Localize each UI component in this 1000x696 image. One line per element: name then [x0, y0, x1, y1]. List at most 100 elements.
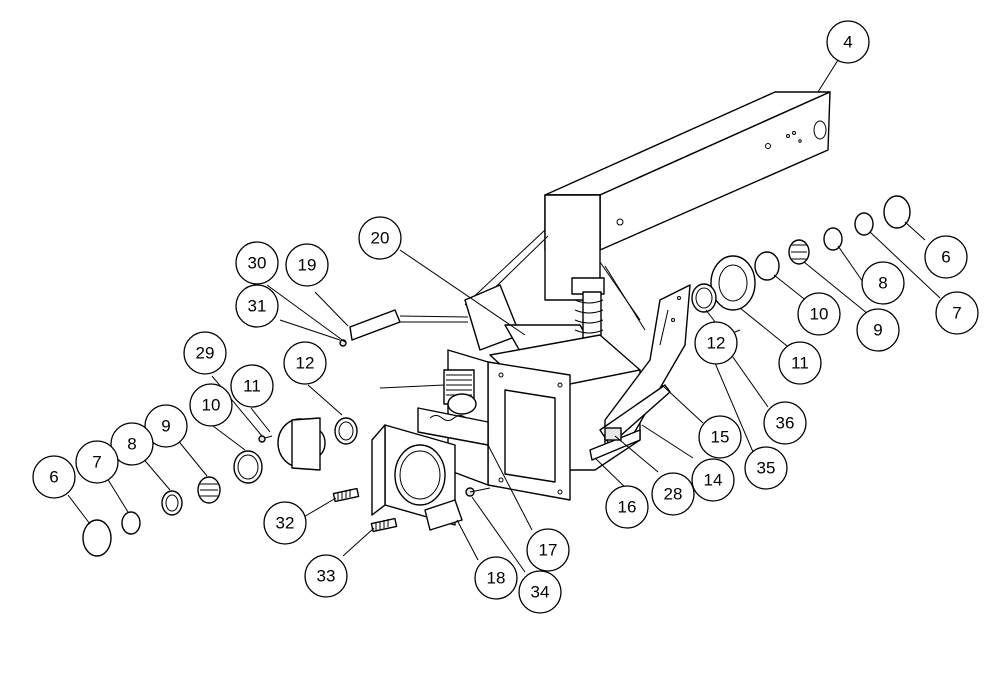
callout-circle — [763, 401, 807, 445]
callout-number: 6 — [941, 248, 950, 267]
callout-6b: 6 — [924, 235, 968, 279]
callout-circle — [778, 341, 822, 385]
callout-30: 30 — [235, 241, 279, 285]
callout-circle — [283, 341, 327, 385]
callout-circle — [110, 422, 154, 466]
callout-circle — [826, 20, 870, 64]
callout-circle — [263, 501, 307, 545]
callout-number: 36 — [776, 414, 795, 433]
callout-number: 12 — [707, 334, 726, 353]
callout-7b: 7 — [935, 291, 979, 335]
callout-number: 33 — [317, 567, 336, 586]
callout-number: 10 — [810, 305, 829, 324]
left-hub-assembly — [82, 417, 358, 557]
callout-circle — [183, 331, 227, 375]
callout-circle — [32, 455, 76, 499]
callout-circle — [691, 458, 735, 502]
callout-circle — [230, 364, 274, 408]
callout-10a: 10 — [189, 383, 233, 427]
callout-number: 4 — [843, 33, 852, 52]
callout-number: 29 — [196, 344, 215, 363]
right-hub-assembly — [691, 195, 911, 350]
callout-circle — [694, 321, 738, 365]
callout-9b: 9 — [856, 308, 900, 352]
callout-8b: 8 — [861, 261, 905, 305]
bolts — [332, 487, 491, 533]
callout-10b: 10 — [797, 292, 841, 336]
callout-number: 9 — [161, 417, 170, 436]
callout-number: 11 — [791, 354, 809, 373]
callout-circle — [285, 243, 329, 287]
callout-number: 8 — [878, 274, 887, 293]
callout-circle — [797, 292, 841, 336]
lower-linkage — [589, 384, 671, 461]
callout-number: 35 — [757, 459, 776, 478]
callout-circle — [235, 284, 279, 328]
callout-circle — [935, 291, 979, 335]
callout-14: 14 — [691, 458, 735, 502]
callout-33: 33 — [304, 554, 348, 598]
callout-number: 7 — [952, 304, 961, 323]
callout-circle — [144, 404, 188, 448]
callout-number: 14 — [704, 471, 723, 490]
callout-number: 11 — [243, 377, 261, 396]
callout-16: 16 — [605, 485, 649, 529]
bracket-plate — [371, 424, 463, 531]
callout-number: 20 — [371, 229, 390, 248]
callout-circle — [698, 415, 742, 459]
callout-31: 31 — [235, 284, 279, 328]
callout-number: 6 — [49, 468, 58, 487]
callout-number: 32 — [276, 514, 295, 533]
callout-circle — [474, 556, 518, 600]
callout-circle — [526, 528, 570, 572]
callout-circle — [235, 241, 279, 285]
callout-circle — [924, 235, 968, 279]
callout-4: 4 — [826, 20, 870, 64]
callout-29: 29 — [183, 331, 227, 375]
spindle — [379, 369, 477, 415]
callout-number: 18 — [487, 569, 506, 588]
callout-circle — [358, 216, 402, 260]
callout-11a: 11 — [230, 364, 274, 408]
callout-6a: 6 — [32, 455, 76, 499]
callout-34: 34 — [518, 570, 562, 614]
callout-12a: 12 — [283, 341, 327, 385]
callout-19: 19 — [285, 243, 329, 287]
callout-circle — [304, 554, 348, 598]
callout-circle — [605, 485, 649, 529]
callout-number: 30 — [248, 254, 267, 273]
callout-32: 32 — [263, 501, 307, 545]
callout-number: 31 — [248, 297, 267, 316]
callout-11b: 11 — [778, 341, 822, 385]
callout-number: 17 — [539, 541, 558, 560]
callout-circle — [518, 570, 562, 614]
callout-circle — [75, 440, 119, 484]
callout-35: 35 — [744, 446, 788, 490]
callout-circle — [189, 383, 233, 427]
callout-circle — [861, 261, 905, 305]
callout-number: 12 — [296, 354, 315, 373]
callout-36: 36 — [763, 401, 807, 445]
callout-number: 34 — [531, 583, 550, 602]
callout-28: 28 — [651, 472, 695, 516]
callout-number: 28 — [664, 485, 683, 504]
callout-15: 15 — [698, 415, 742, 459]
callout-number: 19 — [298, 256, 317, 275]
callout-18: 18 — [474, 556, 518, 600]
callout-number: 10 — [202, 396, 221, 415]
callout-7a: 7 — [75, 440, 119, 484]
callout-number: 8 — [127, 435, 136, 454]
callout-17: 17 — [526, 528, 570, 572]
callout-20: 20 — [358, 216, 402, 260]
callout-circle — [856, 308, 900, 352]
callout-number: 16 — [618, 498, 637, 517]
callout-number: 9 — [873, 321, 882, 340]
callout-circle — [651, 472, 695, 516]
callout-9a: 9 — [144, 404, 188, 448]
callout-12b: 12 — [694, 321, 738, 365]
callout-circle — [744, 446, 788, 490]
callout-number: 15 — [711, 428, 730, 447]
upper-hanger — [339, 309, 469, 347]
